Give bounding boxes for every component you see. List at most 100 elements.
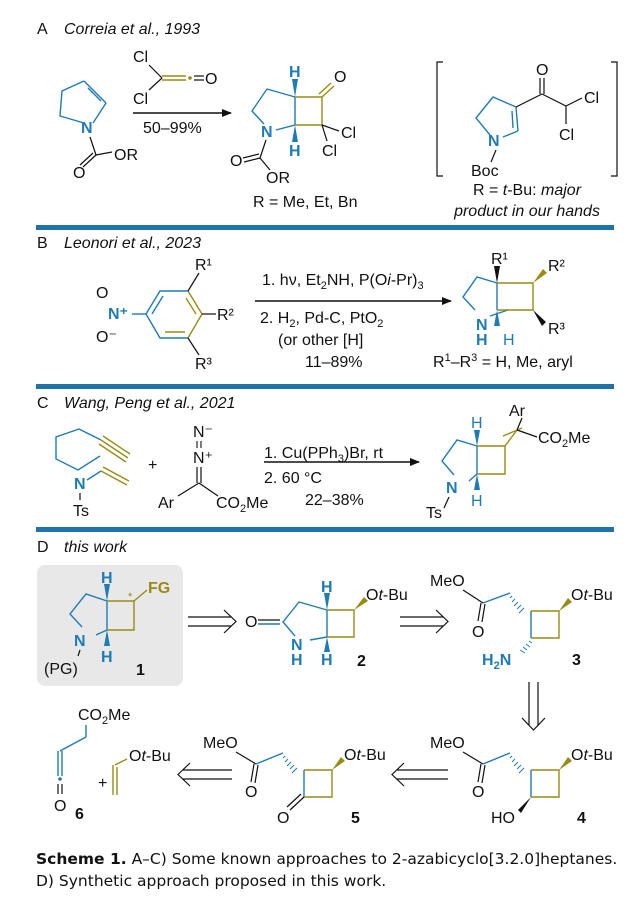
structure-tbu-vinyl-ether: Ot-Bu <box>112 748 171 795</box>
amine-label: H2N <box>482 652 511 672</box>
svg-text:(PG): (PG) <box>44 661 78 678</box>
svg-text:HO: HO <box>491 810 515 827</box>
svg-text:H: H <box>476 332 488 349</box>
co2me-label: CO2Me <box>78 707 130 727</box>
svg-text:N: N <box>476 317 488 334</box>
svg-text:N⁺: N⁺ <box>193 450 213 467</box>
svg-text:H: H <box>291 652 303 669</box>
svg-text:+: + <box>148 457 157 474</box>
condition-step1: 1. Cu(PPh3)Br, rt <box>264 445 384 465</box>
structure-side-product: N Boc O Cl Cl <box>436 61 618 180</box>
panel-citation: this work <box>64 539 128 556</box>
condition-step2: 2. H2, Pd-C, PtO2 <box>260 310 383 330</box>
svg-text:MeO: MeO <box>430 573 465 590</box>
otbu-label: Ot-Bu <box>571 747 613 764</box>
structure-enyne: N Ts <box>55 428 131 520</box>
svg-text:MeO: MeO <box>430 735 465 752</box>
svg-text:OR: OR <box>114 147 138 164</box>
side-product-note-2: product in our hands <box>453 203 600 220</box>
otbu-label: Ot-Bu <box>344 747 386 764</box>
svg-text:Cl: Cl <box>322 143 337 160</box>
co2me-label: CO2Me <box>538 430 590 450</box>
yield: 22–38% <box>305 492 364 509</box>
otbu-label: Ot-Bu <box>129 748 171 765</box>
side-product-note-1: R = t-Bu: major <box>473 182 582 199</box>
compound-3: MeO O Ot-Bu H2N 3 <box>430 573 613 672</box>
svg-text:O: O <box>54 798 66 815</box>
svg-text:O: O <box>536 62 548 79</box>
separator <box>36 527 614 532</box>
svg-text:O: O <box>472 784 484 801</box>
svg-text:Ts: Ts <box>426 505 442 522</box>
svg-text:*: * <box>128 591 133 603</box>
svg-text:N: N <box>291 637 303 654</box>
svg-text:O: O <box>334 69 346 86</box>
svg-text:R²: R² <box>548 258 566 275</box>
svg-text:OR: OR <box>266 170 290 187</box>
plus-sign: + <box>98 775 107 792</box>
caption-text: A–C) Some known approaches to 2-azabicyc… <box>36 850 618 890</box>
retrosynthesis-arrow <box>177 762 232 787</box>
svg-text:Cl: Cl <box>133 91 148 108</box>
structure-nitroarene: R¹ R² R³ N⁺ O O⁻ <box>96 257 235 373</box>
panel-c: C Wang, Peng et al., 2021 N Ts + N⁻ N⁺ A… <box>37 395 590 522</box>
panel-citation: Wang, Peng et al., 2021 <box>64 395 235 412</box>
structure-azabicycle-c: Ar CO2Me H H N Ts <box>426 403 590 522</box>
compound-number: 1 <box>136 662 145 679</box>
svg-text:Cl: Cl <box>559 127 574 144</box>
svg-text:FG: FG <box>148 580 170 597</box>
svg-text:O: O <box>472 624 484 641</box>
svg-text:O: O <box>245 614 257 631</box>
structure-enecarbamate: N OR O <box>59 80 138 182</box>
panel-letter: A <box>37 21 48 38</box>
svg-text:H: H <box>471 415 483 432</box>
compound-number: 3 <box>572 652 581 669</box>
svg-text:R¹: R¹ <box>491 251 508 268</box>
svg-text:O: O <box>230 153 242 170</box>
svg-text:Ar: Ar <box>158 495 175 512</box>
otbu-label: Ot-Bu <box>366 587 408 604</box>
retrosynthesis-arrow <box>400 609 449 634</box>
svg-text:H: H <box>101 570 113 587</box>
svg-text:R³: R³ <box>548 321 566 338</box>
svg-text:Cl: Cl <box>341 125 356 142</box>
svg-text:H: H <box>471 493 483 510</box>
svg-text:H: H <box>289 64 301 81</box>
separator <box>36 384 614 389</box>
panel-letter: C <box>37 395 49 412</box>
svg-text:O: O <box>245 784 257 801</box>
svg-text:H: H <box>101 649 113 666</box>
retrosynthesis-arrow <box>391 762 448 787</box>
compound-6: CO2Me O 6 <box>54 707 130 823</box>
svg-text:N: N <box>74 633 86 650</box>
svg-text:N: N <box>74 476 86 493</box>
structure-bicyclic-cyclobutanone: O H H N Cl Cl O OR <box>230 64 356 187</box>
co2me-label: CO2Me <box>216 495 268 515</box>
compound-1: * FG H H N (PG) 1 <box>44 570 170 679</box>
svg-text:Cl: Cl <box>133 49 148 66</box>
separator <box>36 225 614 230</box>
svg-text:Boc: Boc <box>471 163 499 180</box>
substituent-note: R1–R3 = H, Me, aryl <box>433 352 573 371</box>
structure-dichloroketene: Cl Cl O <box>133 49 217 108</box>
structure-azabicycle-b: R¹ R² R³ N H H <box>462 251 566 349</box>
svg-text:N: N <box>446 480 458 497</box>
svg-text:N⁺: N⁺ <box>108 306 128 323</box>
yield: 50–99% <box>143 120 202 137</box>
panel-d: D this work * FG H H N (PG) 1 <box>37 539 613 827</box>
svg-text:O: O <box>96 285 108 302</box>
figure-caption: Scheme 1. A–C) Some known approaches to … <box>36 848 636 892</box>
panel-letter: D <box>37 539 49 556</box>
svg-text:H: H <box>321 579 333 596</box>
retrosynthesis-arrow <box>521 682 546 731</box>
svg-text:MeO: MeO <box>203 735 238 752</box>
compound-number: 6 <box>75 806 84 823</box>
compound-5: MeO O Ot-Bu O 5 <box>203 735 386 827</box>
svg-text:Ar: Ar <box>509 403 526 420</box>
panel-citation: Leonori et al., 2023 <box>64 235 201 252</box>
svg-text:O⁻: O⁻ <box>96 329 117 346</box>
svg-text:N: N <box>261 124 273 141</box>
compound-number: 4 <box>577 810 586 827</box>
retrosynthesis-arrow <box>188 609 237 634</box>
compound-number: 5 <box>351 810 360 827</box>
